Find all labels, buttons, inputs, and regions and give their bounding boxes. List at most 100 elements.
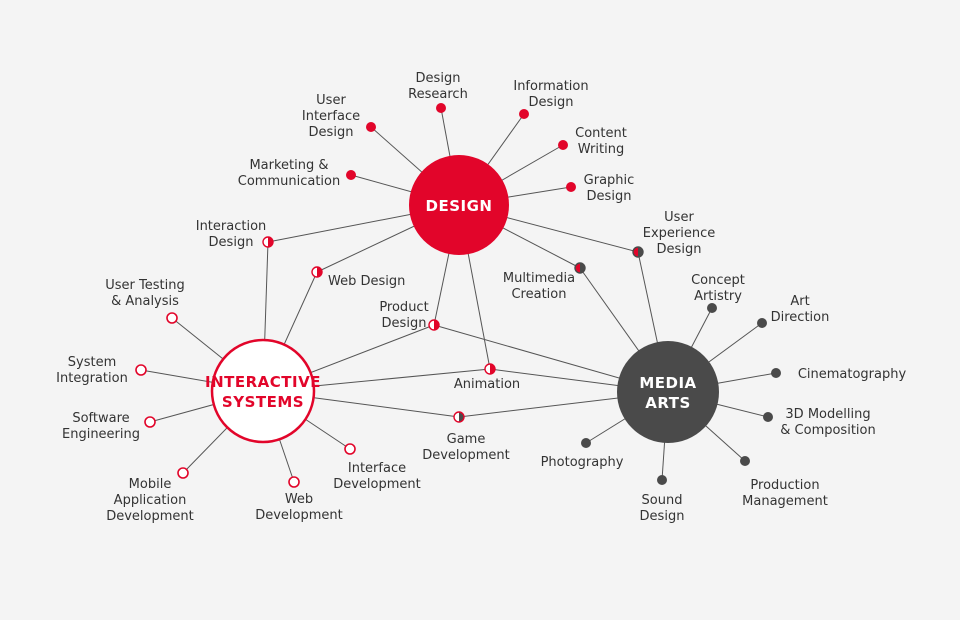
design-dot-marker	[366, 122, 376, 132]
node-label-line: Interface	[348, 461, 406, 476]
node-label-line: Integration	[56, 371, 128, 386]
node-label-line: Interface	[302, 109, 360, 124]
node-user-testing: User Testing& Analysis	[105, 278, 185, 324]
node-label-line: 3D Modelling	[785, 407, 870, 422]
node-web-design: Web Design	[311, 266, 405, 289]
node-label-line: & Analysis	[111, 294, 179, 309]
node-label-line: Development	[422, 448, 510, 463]
node-animation: Animation	[454, 363, 520, 392]
hub-circle	[617, 341, 719, 443]
node-marketing-communication: Marketing &Communication	[238, 158, 356, 189]
media-dot-marker	[581, 438, 591, 448]
interactive-dot-marker	[135, 364, 147, 376]
media-dot-marker	[771, 368, 781, 378]
interactive-dot-marker	[288, 476, 300, 488]
node-label-line: Artistry	[694, 289, 742, 304]
node-label-line: Concept	[691, 273, 745, 288]
node-label-line: Cinematography	[798, 367, 907, 382]
node-label-line: Multimedia	[503, 271, 575, 286]
node-label-line: Development	[333, 477, 421, 492]
media-dot-marker	[740, 456, 750, 466]
node-label-line: Design	[416, 71, 461, 86]
node-label-line: User	[316, 93, 346, 108]
skill-nodes: UserInterfaceDesignDesignResearchInforma…	[56, 71, 906, 524]
node-label-line: Information	[513, 79, 588, 94]
node-label-line: Application	[114, 493, 187, 508]
split-dot-ring	[632, 246, 644, 258]
node-label-line: Writing	[578, 142, 624, 157]
hub-design: DESIGN	[409, 155, 509, 255]
split-dot-ring	[428, 319, 440, 331]
node-label-line: System	[68, 355, 116, 370]
node-label-line: Sound	[642, 493, 683, 508]
node-label-line: Mobile	[129, 477, 172, 492]
node-modelling-composition: 3D Modelling& Composition	[763, 407, 876, 438]
split-dot-ring	[311, 266, 323, 278]
node-label-line: Direction	[771, 310, 830, 325]
node-label-line: Web	[285, 492, 313, 507]
node-label-line: Graphic	[584, 173, 635, 188]
node-label-line: Development	[255, 508, 343, 523]
node-label-line: Software	[72, 411, 129, 426]
split-dot-ring	[484, 363, 496, 375]
node-label-line: Engineering	[62, 427, 140, 442]
interactive-dot-marker	[144, 416, 156, 428]
node-label-line: Research	[408, 87, 468, 102]
hub-label-line: ARTS	[645, 394, 691, 412]
node-label-line: User	[664, 210, 694, 225]
node-label-line: Interaction	[196, 219, 267, 234]
media-dot-marker	[757, 318, 767, 328]
node-label-line: Experience	[643, 226, 716, 241]
node-photography: Photography	[541, 438, 624, 470]
hub-label-line: SYSTEMS	[222, 393, 304, 411]
media-dot-marker	[707, 303, 717, 313]
node-label-line: Web Design	[328, 274, 405, 289]
media-dot-marker	[657, 475, 667, 485]
hub-label-line: INTERACTIVE	[205, 373, 321, 391]
design-dot-marker	[519, 109, 529, 119]
node-label-line: Design	[309, 125, 354, 140]
node-label-line: Design	[529, 95, 574, 110]
node-label-line: Photography	[541, 455, 624, 470]
interactive-dot-marker	[344, 443, 356, 455]
node-label-line: Art	[790, 294, 809, 309]
design-dot-marker	[346, 170, 356, 180]
node-label-line: Design	[657, 242, 702, 257]
node-label-line: Design	[209, 235, 254, 250]
node-label-line: Management	[742, 494, 828, 509]
design-dot-marker	[566, 182, 576, 192]
node-label-line: Design	[640, 509, 685, 524]
node-label-line: Production	[750, 478, 819, 493]
media-dot-marker	[763, 412, 773, 422]
node-label-line: Creation	[511, 287, 566, 302]
node-label-line: Game	[447, 432, 486, 447]
split-dot-ring	[453, 411, 465, 423]
interactive-dot-marker	[177, 467, 189, 479]
hub-interactive: INTERACTIVE SYSTEMS	[205, 338, 321, 444]
node-cinematography: Cinematography	[771, 367, 906, 382]
node-label-line: User Testing	[105, 278, 184, 293]
node-label-line: Communication	[238, 174, 340, 189]
design-dot-marker	[436, 103, 446, 113]
node-label-line: Content	[575, 126, 627, 141]
interactive-dot-marker	[166, 312, 178, 324]
